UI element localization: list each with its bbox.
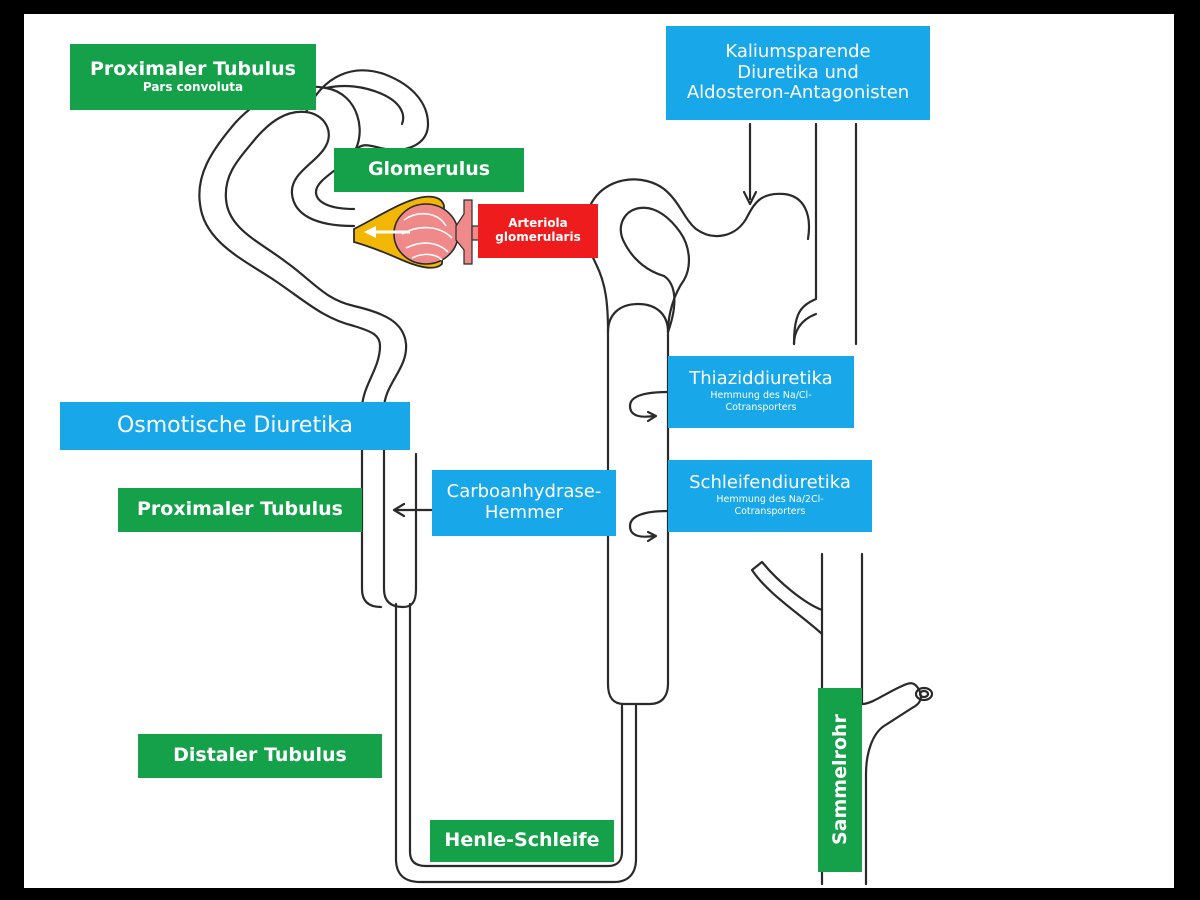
schleifen-title: Schleifendiuretika	[689, 472, 851, 494]
label-thiaziddiuretika: Thiaziddiuretika Hemmung des Na/Cl- Cotr…	[668, 356, 854, 428]
proximal-top-loop	[304, 69, 430, 154]
proximal-mid-text: Proximaler Tubulus	[137, 498, 343, 521]
proximal-top-loop-inner	[324, 84, 405, 126]
label-proximal-tubule-mid: Proximaler Tubulus	[118, 488, 362, 532]
label-sammelrohr: Sammelrohr	[818, 688, 862, 872]
label-henle-loop: Henle-Schleife	[430, 820, 614, 862]
proximal-straight	[382, 452, 418, 609]
diagram-canvas: Proximaler Tubulus Pars convoluta Glomer…	[24, 14, 1174, 888]
schleifen-sub2: Cotransporters	[734, 506, 806, 518]
henle-descending	[394, 602, 638, 884]
thiazid-sub1: Hemmung des Na/Cl-	[710, 390, 812, 401]
label-kaliumsparende: Kaliumsparende Diuretika und Aldosteron-…	[666, 26, 930, 120]
duct-branch	[750, 560, 824, 636]
sammelrohr-tube-right	[860, 552, 922, 886]
collecting-duct-left	[792, 122, 818, 346]
carbo-line1: Carboanhydrase-	[446, 481, 602, 503]
arteriola-line1: Arteriola	[508, 216, 568, 231]
thiazid-sub2: Cotransporters	[725, 402, 797, 414]
henle-text: Henle-Schleife	[444, 829, 600, 852]
kalium-line1: Kaliumsparende	[725, 40, 871, 62]
collecting-duct-inner	[792, 312, 818, 346]
glomerulus-structure	[353, 195, 489, 269]
label-glomerulus: Glomerulus	[334, 148, 524, 192]
distal-text: Distaler Tubulus	[173, 744, 347, 767]
label-osmotische-diuretika: Osmotische Diuretika	[60, 402, 410, 450]
label-arteriola-glomerularis: Arteriola glomerularis	[478, 204, 598, 258]
proximal-convolution-outer	[224, 110, 408, 456]
arteriola-line2: glomerularis	[495, 230, 581, 244]
label-proximal-tubule-top: Proximaler Tubulus Pars convoluta	[70, 44, 316, 110]
label-carboanhydrase-hemmer: Carboanhydrase- Hemmer	[432, 470, 616, 536]
henle-ascending	[606, 302, 670, 706]
thiazid-arrow	[628, 390, 670, 418]
thiazid-title: Thiaziddiuretika	[689, 368, 833, 390]
kalium-line3: Aldosteron-Antagonisten	[686, 82, 910, 104]
distal-convolution	[584, 178, 810, 334]
carbo-line2: Hemmer	[484, 502, 564, 523]
schleifen-sub1: Hemmung des Na/2Cl-	[716, 494, 824, 505]
glomerulus-text: Glomerulus	[367, 158, 491, 181]
proximal-top-subtitle: Pars convoluta	[142, 80, 244, 95]
proximal-convolution-inner	[198, 85, 382, 456]
label-distal-tubule: Distaler Tubulus	[138, 734, 382, 778]
osmotische-text: Osmotische Diuretika	[116, 413, 354, 439]
sammelrohr-text: Sammelrohr	[829, 714, 851, 846]
kalium-line2: Diuretika und	[737, 61, 859, 83]
label-schleifendiuretika: Schleifendiuretika Hemmung des Na/2Cl- C…	[668, 460, 872, 532]
proximal-top-title: Proximaler Tubulus	[90, 58, 296, 81]
schleifen-arrow	[628, 509, 670, 538]
afferent-vessel	[455, 199, 473, 265]
